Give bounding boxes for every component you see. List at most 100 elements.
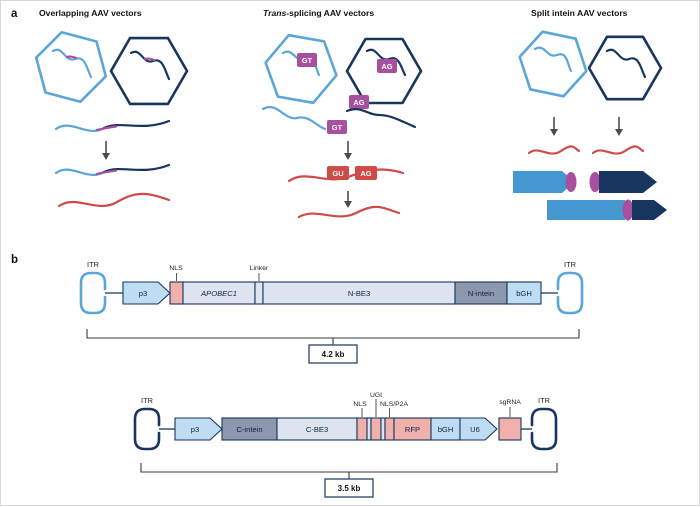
- genome-strand-navy: [605, 48, 647, 79]
- splice-acceptor-label: AG: [381, 62, 392, 71]
- panel-a: a Overlapping AAV vectors Trans-splicing…: [11, 8, 667, 221]
- itr-label-left: ITR: [141, 396, 153, 405]
- bgh-label: bGH: [516, 289, 532, 298]
- construct-c-terminal: ITR p3 C-intein C-BE3 NLS UGI NLS/P2A RF…: [133, 392, 558, 498]
- n-intein-label: N-intein: [468, 289, 494, 298]
- genome-strand-light: [51, 48, 93, 79]
- ugi-box: [370, 417, 382, 441]
- size-box: [324, 478, 374, 498]
- assembled-protein-c: [632, 200, 667, 220]
- bgh-label: bGH: [438, 425, 454, 434]
- nls-box: [169, 281, 184, 305]
- aav-capsid-navy-icon: [587, 35, 663, 101]
- itr-label-right: ITR: [564, 260, 576, 269]
- trans-splicing-column: Trans-splicing AAV vectors GT AG GT AG G…: [261, 8, 423, 219]
- splice-donor-label: GT: [302, 56, 313, 65]
- overlap-segment: [65, 55, 78, 60]
- itr-hairpin-right-icon: [556, 271, 584, 315]
- nls-label: NLS: [353, 401, 367, 408]
- overlap-segment: [143, 57, 156, 62]
- size-bracket: [86, 329, 580, 339]
- p3-promoter-arrow: [174, 417, 223, 441]
- u6-promoter-label: U6: [470, 425, 480, 434]
- size-label: 4.2 kb: [322, 350, 345, 359]
- linker-label: Linker: [250, 265, 269, 272]
- split-intein-title: Split intein AAV vectors: [531, 8, 628, 18]
- splice-donor-tag: [297, 53, 317, 67]
- nls-p2a-box: [384, 417, 395, 441]
- protein-half-c: [599, 171, 657, 193]
- aav-capsid-light-icon: [34, 30, 108, 104]
- spliced-mrna-strand: [297, 205, 401, 219]
- sgrna-label: sgRNA: [499, 399, 521, 406]
- down-arrowhead-icon: [550, 129, 558, 136]
- product-mrna-strand: [57, 192, 171, 208]
- overlapping-column: Overlapping AAV vectors: [34, 8, 189, 208]
- aav-capsid-navy-icon: [345, 37, 423, 105]
- assembled-protein-n: [547, 200, 625, 220]
- linker-box: [254, 281, 264, 305]
- ugi-label: UGI: [370, 392, 382, 399]
- aav-capsid-light-icon: [264, 33, 338, 105]
- splice-acceptor-tag: [349, 95, 369, 109]
- u6-promoter-arrow: [459, 417, 498, 441]
- genome-strand-navy: [129, 50, 171, 81]
- p3-promoter-label: p3: [191, 425, 199, 434]
- sgrna-box: [498, 417, 522, 441]
- c-intein-label: C-intein: [236, 425, 262, 434]
- nls-box: [356, 417, 368, 441]
- released-strand-navy: [345, 107, 417, 129]
- nls-label: NLS: [169, 265, 183, 272]
- c-intein-oval-icon: [589, 172, 601, 192]
- itr-hairpin-left-icon: [79, 271, 107, 315]
- splice-donor-label: GT: [332, 123, 343, 132]
- spacer-box: [380, 417, 386, 441]
- itr-hairpin-left-icon: [133, 407, 161, 451]
- assembled-intein-oval-icon: [622, 199, 634, 221]
- size-box: [308, 344, 358, 364]
- mrna-half-right: [591, 145, 645, 155]
- rfp-label: RFP: [405, 425, 420, 434]
- annealed-strand-right: [102, 119, 171, 130]
- p3-promoter-arrow: [122, 281, 171, 305]
- apobec1-label: APOBEC1: [200, 289, 237, 298]
- down-arrowhead-icon: [344, 201, 352, 208]
- splice-acceptor-label: AG: [353, 98, 364, 107]
- splice-donor-tag: [327, 120, 347, 134]
- overlap-junction: [95, 125, 118, 132]
- splice-donor-rna-label: GU: [332, 169, 343, 178]
- spacer-box: [366, 417, 372, 441]
- down-arrowhead-icon: [615, 129, 623, 136]
- splice-acceptor-tag: [377, 59, 397, 73]
- n-intein-oval-icon: [565, 172, 577, 192]
- c-be3-label: C-BE3: [306, 425, 328, 434]
- split-intein-column: Split intein AAV vectors: [513, 8, 667, 221]
- itr-hairpin-right-icon: [530, 407, 558, 451]
- n-be3-label: N-BE3: [348, 289, 370, 298]
- itr-label-left: ITR: [87, 260, 99, 269]
- released-strand-light: [261, 106, 327, 131]
- protein-half-n: [513, 171, 575, 193]
- p3-promoter-label: p3: [139, 289, 147, 298]
- construct-n-terminal: ITR p3 NLS APOBEC1 Linker N-BE3 N-intein…: [79, 260, 584, 364]
- genome-strand-light: [533, 46, 573, 73]
- panel-b-label: b: [11, 254, 18, 266]
- itr-label-right: ITR: [538, 396, 550, 405]
- down-arrowhead-icon: [102, 153, 110, 160]
- nls-p2a-label: NLS/P2A: [380, 401, 408, 408]
- splice-donor-rna-tag: [327, 166, 349, 180]
- overlap-junction: [95, 169, 118, 176]
- panel-a-label: a: [11, 8, 18, 20]
- overlapping-title: Overlapping AAV vectors: [39, 8, 142, 18]
- size-bracket: [140, 463, 558, 473]
- down-arrowhead-icon: [344, 153, 352, 160]
- trans-splicing-title: Trans-splicing AAV vectors: [263, 8, 374, 18]
- panel-b: b ITR p3 NLS APOBEC1 Linker N-BE3 N-inte…: [11, 254, 584, 498]
- aav-capsid-light-icon: [518, 30, 588, 98]
- aav-capsid-navy-icon: [109, 36, 189, 106]
- recombined-strand-right: [102, 163, 171, 174]
- splice-acceptor-rna-label: AG: [360, 169, 371, 178]
- size-label: 3.5 kb: [338, 484, 361, 493]
